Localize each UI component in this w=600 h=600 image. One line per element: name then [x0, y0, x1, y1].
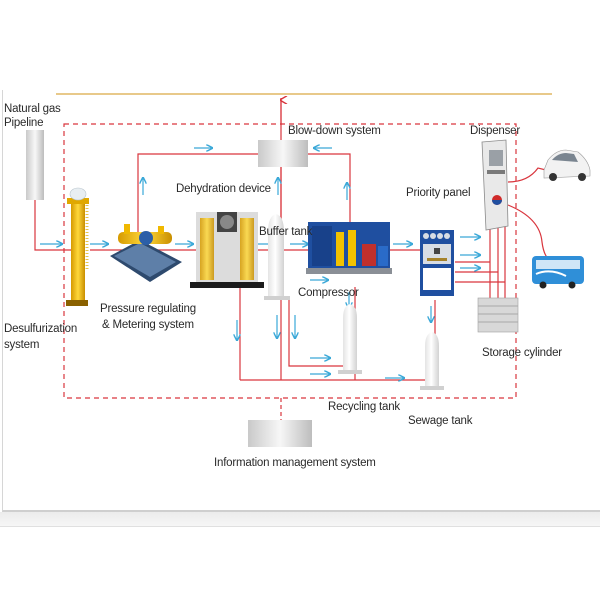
blow-down-vessel [258, 140, 308, 167]
label-compressor: Compressor [298, 287, 359, 299]
dehydration-unit [190, 212, 264, 288]
label-information-management-system: Information management system [214, 457, 376, 469]
buffer-tank [268, 214, 284, 298]
dispenser-unit [481, 139, 509, 231]
label-priority-panel: Priority panel [406, 187, 471, 199]
label-dispenser: Dispenser [470, 125, 520, 137]
label-pressure-regulating-line2: & Metering system [102, 319, 194, 331]
image-panel-border [2, 90, 600, 512]
priority-panel-cabinet [420, 230, 454, 296]
label-natural-gas-line1: Natural gas [4, 103, 61, 115]
label-dehydration-device: Dehydration device [176, 183, 271, 195]
label-pressure-regulating-line1: Pressure regulating [100, 303, 196, 315]
storage-cylinder-bank [477, 297, 519, 333]
label-sewage-tank: Sewage tank [408, 415, 473, 427]
car-vehicle [543, 149, 591, 181]
recycling-tank [343, 304, 357, 372]
label-recycling-tank: Recycling tank [328, 401, 400, 413]
sewage-tank [425, 332, 439, 388]
label-blow-down-system: Blow-down system [288, 125, 381, 137]
pressure-regulating-skid [110, 224, 182, 282]
label-natural-gas-line2: Pipeline [4, 117, 44, 129]
label-desulfurization-line2: system [4, 339, 40, 351]
bus-vehicle [532, 256, 584, 289]
label-storage-cylinder: Storage cylinder [482, 347, 562, 359]
bottom-scroll-strip [0, 512, 600, 527]
label-buffer-tank: Buffer tank [259, 226, 313, 238]
desulfurization-tower [66, 187, 89, 306]
station-boundary [63, 123, 517, 399]
information-management-box [248, 420, 312, 447]
natural-gas-pipeline [26, 130, 44, 200]
compressor-unit [306, 222, 392, 274]
label-desulfurization-line1: Desulfurization [4, 323, 78, 335]
